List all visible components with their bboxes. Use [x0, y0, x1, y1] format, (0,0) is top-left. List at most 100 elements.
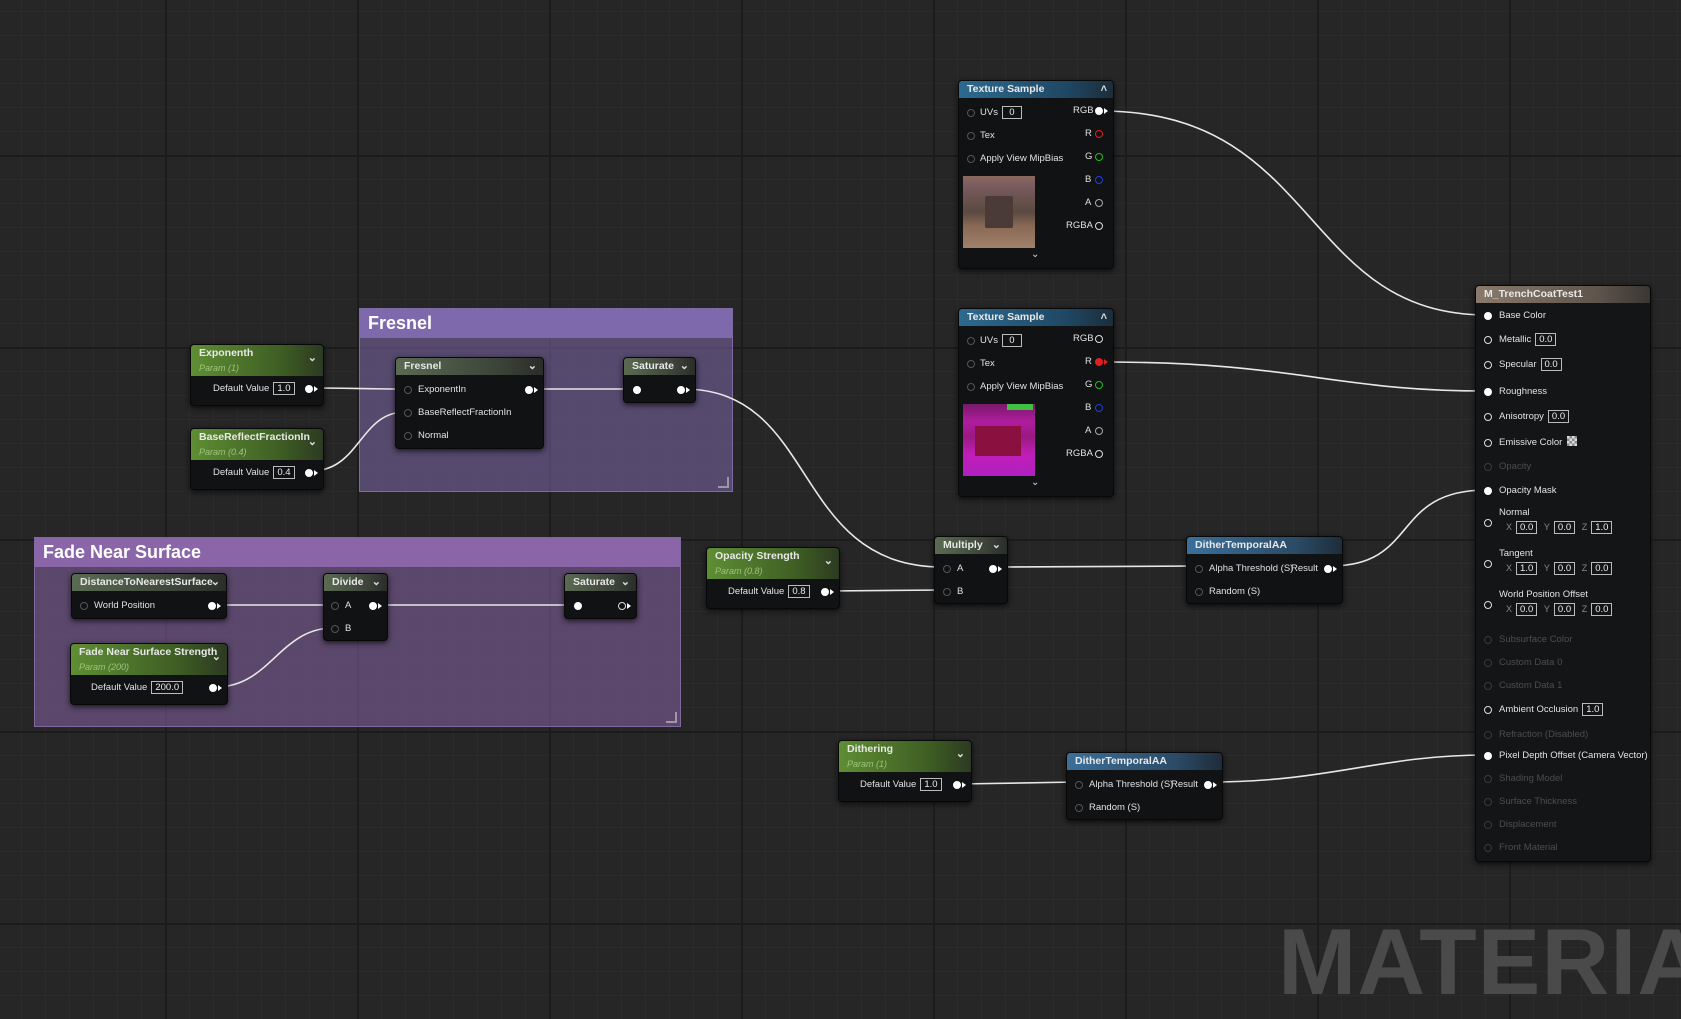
- node-header[interactable]: Divide⌄: [324, 574, 387, 591]
- normal-y-field[interactable]: 0.0: [1553, 521, 1576, 534]
- wpo-x-field[interactable]: 0.0: [1516, 603, 1538, 616]
- input-pin[interactable]: [1484, 706, 1492, 714]
- input-pin[interactable]: [1484, 560, 1492, 568]
- output-pin[interactable]: [1095, 222, 1103, 230]
- output-pin[interactable]: [1204, 781, 1212, 789]
- input-pin[interactable]: [943, 588, 951, 596]
- input-pin[interactable]: [1484, 519, 1492, 527]
- saturate-node[interactable]: Saturate⌄: [623, 357, 696, 403]
- input-pin[interactable]: [1484, 752, 1492, 760]
- chevron-down-icon[interactable]: ⌄: [1031, 249, 1040, 260]
- input-pin[interactable]: [967, 383, 975, 391]
- input-pin[interactable]: [1484, 731, 1492, 739]
- node-header[interactable]: Texture Sample˄: [959, 81, 1113, 98]
- chevron-down-icon[interactable]: ⌄: [620, 576, 630, 588]
- node-header[interactable]: Saturate⌄: [624, 358, 695, 375]
- input-pin[interactable]: [967, 360, 975, 368]
- input-pin[interactable]: [80, 602, 88, 610]
- input-pin[interactable]: [1484, 388, 1492, 396]
- output-pin[interactable]: [1095, 130, 1103, 138]
- output-pin[interactable]: [953, 781, 961, 789]
- chevron-down-icon[interactable]: ⌄: [307, 352, 317, 364]
- input-pin[interactable]: [943, 565, 951, 573]
- dither-temporal-aa-node[interactable]: DitherTemporalAA Alpha Threshold (S) Res…: [1186, 536, 1343, 604]
- output-pin[interactable]: [369, 602, 377, 610]
- input-pin[interactable]: [404, 409, 412, 417]
- node-header[interactable]: DitherTemporalAA: [1187, 537, 1342, 554]
- input-pin[interactable]: [1484, 775, 1492, 783]
- output-pin[interactable]: [1095, 107, 1103, 115]
- output-pin[interactable]: [1095, 153, 1103, 161]
- input-pin[interactable]: [1484, 413, 1492, 421]
- node-header[interactable]: M_TrenchCoatTest1: [1476, 286, 1650, 303]
- input-pin[interactable]: [1484, 336, 1492, 344]
- output-pin[interactable]: [677, 386, 685, 394]
- input-pin[interactable]: [967, 109, 975, 117]
- chevron-down-icon[interactable]: ⌄: [679, 360, 689, 372]
- input-pin[interactable]: [1484, 439, 1492, 447]
- chevron-down-icon[interactable]: ⌄: [210, 576, 220, 588]
- chevron-down-icon[interactable]: ⌄: [307, 436, 317, 448]
- metallic-value-field[interactable]: 0.0: [1535, 333, 1557, 346]
- output-pin[interactable]: [208, 602, 216, 610]
- output-pin[interactable]: [1095, 199, 1103, 207]
- output-pin[interactable]: [209, 684, 217, 692]
- normal-z-field[interactable]: 1.0: [1591, 521, 1613, 534]
- input-pin[interactable]: [1484, 682, 1492, 690]
- chevron-down-icon[interactable]: ⌄: [823, 555, 833, 567]
- default-value-field[interactable]: 1.0: [273, 382, 295, 395]
- node-header[interactable]: Saturate⌄: [565, 574, 636, 591]
- saturate-node[interactable]: Saturate⌄: [564, 573, 637, 619]
- wpo-y-field[interactable]: 0.0: [1553, 603, 1576, 616]
- anisotropy-value-field[interactable]: 0.0: [1547, 410, 1570, 423]
- uvs-value-field[interactable]: 0: [1001, 106, 1022, 119]
- input-pin[interactable]: [1195, 565, 1203, 573]
- input-pin[interactable]: [1484, 361, 1492, 369]
- output-pin[interactable]: [525, 386, 533, 394]
- resize-handle[interactable]: [666, 712, 677, 723]
- node-header[interactable]: Texture Sample˄: [959, 309, 1113, 326]
- input-pin[interactable]: [331, 602, 339, 610]
- chevron-down-icon[interactable]: ⌄: [371, 576, 381, 588]
- chevron-down-icon[interactable]: ⌄: [955, 748, 965, 760]
- multiply-node[interactable]: Multiply⌄ A B: [934, 536, 1008, 604]
- wpo-z-field[interactable]: 0.0: [1591, 603, 1613, 616]
- tangent-x-field[interactable]: 1.0: [1516, 562, 1538, 575]
- distance-to-nearest-surface-node[interactable]: DistanceToNearestSurface⌄ World Position: [71, 573, 227, 619]
- input-pin[interactable]: [1484, 636, 1492, 644]
- output-pin[interactable]: [1095, 404, 1103, 412]
- chevron-up-icon[interactable]: ˄: [1100, 311, 1107, 323]
- output-pin[interactable]: [1095, 381, 1103, 389]
- default-value-field[interactable]: 0.8: [788, 585, 810, 598]
- input-pin[interactable]: [1484, 601, 1492, 609]
- input-pin[interactable]: [1484, 798, 1492, 806]
- input-pin[interactable]: [1484, 821, 1492, 829]
- dither-temporal-aa-node[interactable]: DitherTemporalAA Alpha Threshold (S) Res…: [1066, 752, 1223, 820]
- input-pin[interactable]: [404, 386, 412, 394]
- ao-value-field[interactable]: 1.0: [1582, 703, 1604, 716]
- input-pin[interactable]: [967, 155, 975, 163]
- output-pin[interactable]: [1095, 427, 1103, 435]
- divide-node[interactable]: Divide⌄ A B: [323, 573, 388, 641]
- output-pin[interactable]: [1095, 450, 1103, 458]
- specular-value-field[interactable]: 0.0: [1540, 358, 1562, 371]
- node-header[interactable]: Multiply⌄: [935, 537, 1007, 554]
- resize-handle[interactable]: [718, 477, 729, 488]
- input-pin[interactable]: [1484, 659, 1492, 667]
- chevron-down-icon[interactable]: ⌄: [211, 651, 221, 663]
- output-pin[interactable]: [989, 565, 997, 573]
- chevron-down-icon[interactable]: ⌄: [527, 360, 537, 372]
- default-value-field[interactable]: 1.0: [920, 778, 942, 791]
- input-pin[interactable]: [633, 386, 641, 394]
- output-pin[interactable]: [1095, 358, 1103, 366]
- chevron-down-icon[interactable]: ⌄: [1031, 477, 1040, 488]
- tangent-y-field[interactable]: 0.0: [1553, 562, 1576, 575]
